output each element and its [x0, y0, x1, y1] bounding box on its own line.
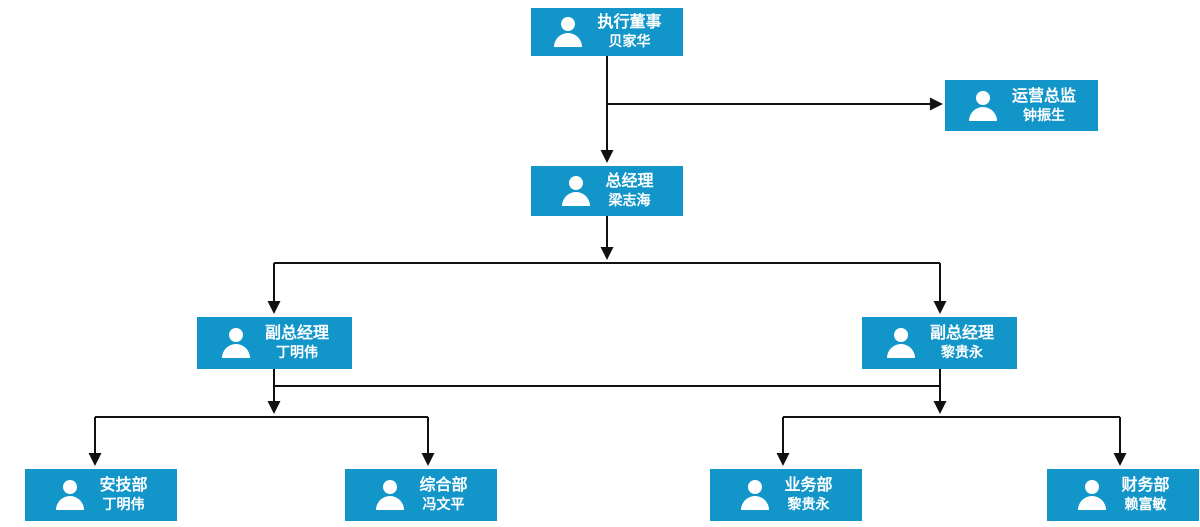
org-node-dept-general-affairs[interactable]: 综合部 冯文平 — [345, 469, 497, 521]
org-node-dept-finance[interactable]: 财务部 赖富敏 — [1047, 469, 1199, 521]
person-icon — [967, 90, 999, 122]
node-person-name: 黎贵永 — [940, 344, 983, 361]
person-icon — [560, 175, 592, 207]
org-node-general-manager[interactable]: 总经理 梁志海 — [531, 166, 683, 216]
node-title: 运营总监 — [1011, 87, 1076, 105]
node-title: 综合部 — [419, 477, 468, 495]
node-title: 副总经理 — [264, 325, 329, 343]
org-node-executive-director[interactable]: 执行董事 贝家华 — [531, 8, 683, 56]
node-person-name: 赖富敏 — [1124, 496, 1167, 513]
node-person-name: 丁明伟 — [102, 496, 145, 513]
node-title: 副总经理 — [929, 325, 994, 343]
node-person-name: 梁志海 — [608, 192, 651, 209]
person-icon — [739, 479, 771, 511]
person-icon — [552, 16, 584, 48]
org-node-dept-safety-tech[interactable]: 安技部 丁明伟 — [25, 469, 177, 521]
person-icon — [885, 327, 917, 359]
node-title: 总经理 — [605, 173, 654, 191]
node-title: 财务部 — [1121, 477, 1170, 495]
person-icon — [220, 327, 252, 359]
node-title: 业务部 — [784, 477, 833, 495]
org-node-deputy-gm-right[interactable]: 副总经理 黎贵永 — [862, 317, 1017, 369]
node-person-name: 贝家华 — [608, 33, 651, 50]
org-node-operations-director[interactable]: 运营总监 钟振生 — [945, 80, 1098, 131]
org-node-dept-business[interactable]: 业务部 黎贵永 — [710, 469, 862, 521]
node-person-name: 黎贵永 — [787, 496, 830, 513]
person-icon — [54, 479, 86, 511]
node-person-name: 钟振生 — [1022, 106, 1065, 123]
org-node-deputy-gm-left[interactable]: 副总经理 丁明伟 — [197, 317, 352, 369]
person-icon — [374, 479, 406, 511]
person-icon — [1076, 479, 1108, 511]
node-title: 执行董事 — [597, 14, 662, 32]
node-person-name: 冯文平 — [422, 496, 465, 513]
node-title: 安技部 — [99, 477, 148, 495]
node-person-name: 丁明伟 — [275, 344, 318, 361]
